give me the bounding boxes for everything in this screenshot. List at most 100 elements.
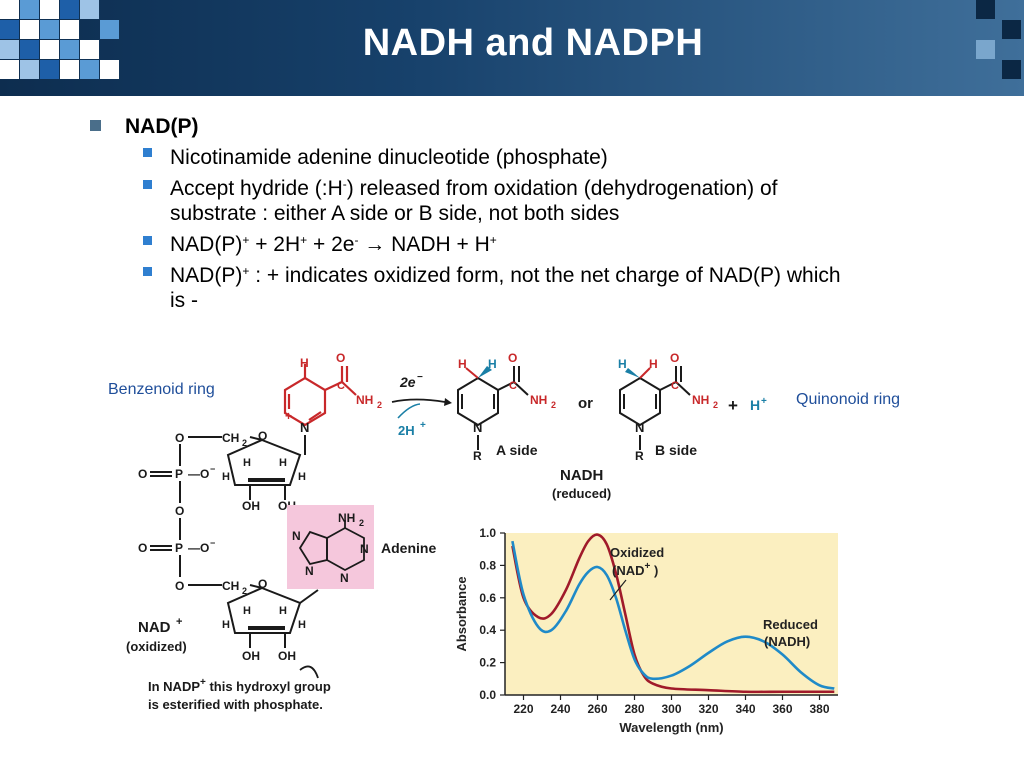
slide-header: NADH and NADPH (0, 0, 1024, 96)
svg-text:or: or (578, 395, 593, 412)
svg-text:H: H (222, 471, 230, 483)
svg-text:O: O (336, 351, 345, 365)
y-tick-label: 0.4 (479, 623, 496, 637)
plot-area (505, 533, 838, 695)
svg-text:+: + (176, 616, 182, 628)
right-arrow-icon: → (364, 233, 386, 256)
svg-text:NH: NH (338, 511, 355, 525)
svg-text:2: 2 (551, 400, 556, 410)
y-tick-label: 0.6 (479, 591, 496, 605)
svg-text:—O: —O (188, 541, 209, 555)
svg-text:O: O (670, 351, 679, 365)
svg-text:H: H (649, 357, 658, 371)
svg-text:NH: NH (692, 393, 709, 407)
svg-text:H: H (458, 357, 467, 371)
x-tick-label: 220 (513, 702, 533, 716)
svg-text:2: 2 (242, 586, 247, 596)
series-line-reduced (511, 540, 835, 690)
x-tick-label: 300 (661, 702, 681, 716)
bullet-square-icon (143, 180, 152, 189)
svg-text:O: O (175, 431, 184, 445)
adenine-highlight (287, 505, 374, 589)
svg-text:2: 2 (242, 438, 247, 448)
y-tick-label: 0.0 (479, 688, 496, 702)
svg-text:C: C (337, 380, 345, 392)
svg-text:O: O (138, 467, 147, 481)
svg-text:C: C (509, 380, 517, 392)
x-tick-label: 240 (550, 702, 570, 716)
svg-text:H: H (298, 619, 306, 631)
svg-text:CH: CH (222, 579, 239, 593)
x-tick-label: 380 (809, 702, 829, 716)
svg-text:N: N (305, 564, 314, 578)
svg-text:OH: OH (242, 649, 260, 663)
svg-text:H: H (300, 356, 309, 370)
bullet-square-icon (90, 120, 101, 131)
svg-text:OH: OH (278, 649, 296, 663)
svg-text:H: H (750, 397, 760, 413)
series-label-oxidized: Oxidized (610, 545, 664, 560)
bullet-accept-hydride: Accept hydride (:H-) released from oxida… (170, 177, 778, 225)
svg-text:NH: NH (530, 393, 547, 407)
svg-text:C: C (671, 380, 679, 392)
svg-text:N: N (360, 542, 369, 556)
series-label-oxidized-formula: (NAD+ ) (612, 561, 658, 578)
svg-text:R: R (635, 449, 644, 463)
slide-title: NADH and NADPH (362, 22, 704, 64)
svg-text:OH: OH (278, 499, 296, 513)
y-axis-label: Absorbance (454, 576, 469, 651)
svg-text:2: 2 (377, 400, 382, 410)
decorative-tiles-left (0, 0, 130, 96)
svg-text:N: N (473, 420, 482, 435)
leader-line-oxidized (609, 579, 627, 601)
svg-text:O: O (138, 541, 147, 555)
svg-text:is esterified with phosphate.: is esterified with phosphate. (148, 697, 323, 712)
benzenoid-ring-label: Benzenoid ring (108, 381, 215, 398)
svg-text:OH: OH (242, 499, 260, 513)
bullet-main: NAD(P) (125, 115, 199, 138)
series-line-oxidized (511, 533, 835, 694)
svg-text:N: N (292, 529, 301, 543)
svg-text:P: P (175, 467, 183, 481)
svg-text:H: H (298, 471, 306, 483)
svg-text:H: H (222, 619, 230, 631)
bullet-reaction: NAD(P)+ + 2H+ + 2e- → NADH + H+ (170, 233, 497, 256)
svg-text:O: O (175, 579, 184, 593)
x-tick-label: 360 (772, 702, 792, 716)
series-label-reduced-formula: (NADH) (764, 634, 810, 649)
svg-text:2: 2 (713, 400, 718, 410)
svg-text:+: + (761, 396, 767, 407)
svg-text:NH: NH (356, 393, 373, 407)
svg-text:N: N (635, 420, 644, 435)
svg-text:A side: A side (496, 442, 538, 458)
svg-text:2H: 2H (398, 423, 415, 438)
svg-text:In NADP+ this hydroxyl group: In NADP+ this hydroxyl group (148, 677, 331, 694)
svg-text:H: H (488, 357, 497, 371)
bullet-oxidized-form: NAD(P)+ : + indicates oxidized form, not… (170, 264, 841, 312)
nicotinamide-reduced-a (457, 366, 529, 450)
svg-text:H: H (243, 605, 251, 617)
decorative-tiles-right (976, 0, 1024, 96)
svg-text:−: − (417, 372, 423, 383)
svg-text:(reduced): (reduced) (552, 486, 611, 501)
svg-text:H: H (279, 605, 287, 617)
svg-text:O: O (175, 504, 184, 518)
svg-text:Adenine: Adenine (381, 540, 436, 556)
nicotinamide-reduced-b (619, 366, 691, 450)
bullet-nicotinamide: Nicotinamide adenine dinucleotide (phosp… (170, 146, 608, 169)
x-axis-label: Wavelength (nm) (619, 720, 723, 735)
svg-text:N: N (340, 571, 349, 585)
svg-text:H: H (243, 457, 251, 469)
y-tick-label: 0.2 (479, 656, 496, 670)
svg-text:B side: B side (655, 442, 697, 458)
bullet-square-icon (143, 148, 152, 157)
svg-text:O: O (508, 351, 517, 365)
nicotinamide-oxidized (283, 364, 357, 427)
x-tick-label: 260 (587, 702, 607, 716)
y-tick-label: 0.8 (479, 558, 496, 572)
y-tick-label: 1.0 (479, 526, 496, 540)
svg-text:NADH: NADH (560, 467, 603, 484)
x-tick-label: 320 (698, 702, 718, 716)
x-tick-label: 340 (735, 702, 755, 716)
svg-text:−: − (210, 538, 215, 548)
